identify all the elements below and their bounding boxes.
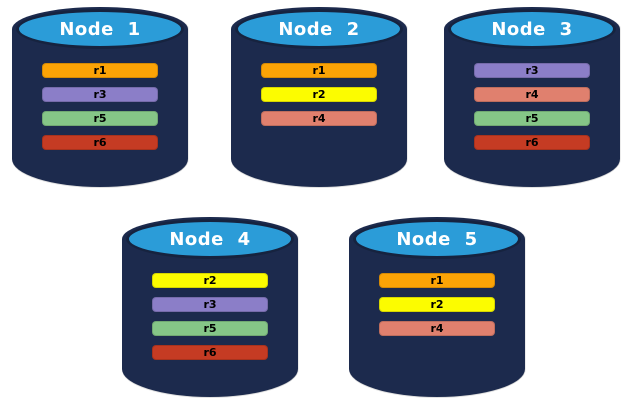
replica-bar-label: r1 [312, 64, 326, 77]
replica-bar-r3: r3 [42, 87, 158, 102]
replica-bar-r5: r5 [42, 111, 158, 126]
node-3-title: Node 3 [491, 19, 573, 40]
replica-bar-r2: r2 [261, 87, 377, 102]
node-5-cylinder: Node 5 r1 r2 r4 [349, 217, 525, 397]
node-1-title: Node 1 [59, 19, 141, 40]
node-2-replica-list: r1 r2 r4 [261, 63, 377, 126]
node-1-cylinder-top-ellipse [16, 9, 184, 49]
replica-bar-r2: r2 [379, 297, 495, 312]
node-5-replica-list: r1 r2 r4 [379, 273, 495, 336]
node-3-cylinder: Node 3 r3 r4 r5 r6 [444, 7, 620, 187]
replica-bar-r2: r2 [152, 273, 268, 288]
node-3-replica-list: r3 r4 r5 r6 [474, 63, 590, 150]
replica-bar-r3: r3 [152, 297, 268, 312]
replica-bar-r5: r5 [152, 321, 268, 336]
node-5-cylinder-top-ellipse [353, 219, 521, 259]
replica-bar-label: r3 [93, 88, 107, 101]
replica-bar-r4: r4 [379, 321, 495, 336]
node-4-cylinder: Node 4 r2 r3 r5 r6 [122, 217, 298, 397]
replica-bar-label: r6 [93, 136, 107, 149]
replica-bar-r3: r3 [474, 63, 590, 78]
node-4-title: Node 4 [169, 229, 251, 250]
replica-bar-label: r4 [525, 88, 539, 101]
replica-bar-r1: r1 [379, 273, 495, 288]
node-4-cylinder-top-ellipse [126, 219, 294, 259]
replica-bar-label: r2 [203, 274, 217, 287]
node-1-replica-list: r1 r3 r5 r6 [42, 63, 158, 150]
replica-bar-label: r1 [93, 64, 107, 77]
replica-bar-label: r2 [430, 298, 444, 311]
node-2-cylinder: Node 2 r1 r2 r4 [231, 7, 407, 187]
replica-bar-r1: r1 [261, 63, 377, 78]
replica-bar-label: r5 [525, 112, 539, 125]
replica-bar-r5: r5 [474, 111, 590, 126]
replica-bar-label: r1 [430, 274, 444, 287]
replica-bar-label: r3 [525, 64, 539, 77]
replica-bar-label: r5 [203, 322, 217, 335]
node-3-cylinder-top-ellipse [448, 9, 616, 49]
replica-bar-label: r3 [203, 298, 217, 311]
replica-bar-r6: r6 [42, 135, 158, 150]
replica-bar-r6: r6 [152, 345, 268, 360]
node-1-cylinder: Node 1 r1 r3 r5 r6 [12, 7, 188, 187]
replica-bar-label: r4 [430, 322, 444, 335]
node-2-title: Node 2 [278, 19, 360, 40]
replica-bar-label: r5 [93, 112, 107, 125]
replica-bar-label: r2 [312, 88, 326, 101]
node-5-title: Node 5 [396, 229, 478, 250]
node-4-replica-list: r2 r3 r5 r6 [152, 273, 268, 360]
replica-bar-label: r6 [203, 346, 217, 359]
replica-bar-label: r6 [525, 136, 539, 149]
replica-bar-r4: r4 [261, 111, 377, 126]
replica-bar-r4: r4 [474, 87, 590, 102]
replica-bar-r6: r6 [474, 135, 590, 150]
replica-bar-label: r4 [312, 112, 326, 125]
replica-bar-r1: r1 [42, 63, 158, 78]
node-2-cylinder-top-ellipse [235, 9, 403, 49]
